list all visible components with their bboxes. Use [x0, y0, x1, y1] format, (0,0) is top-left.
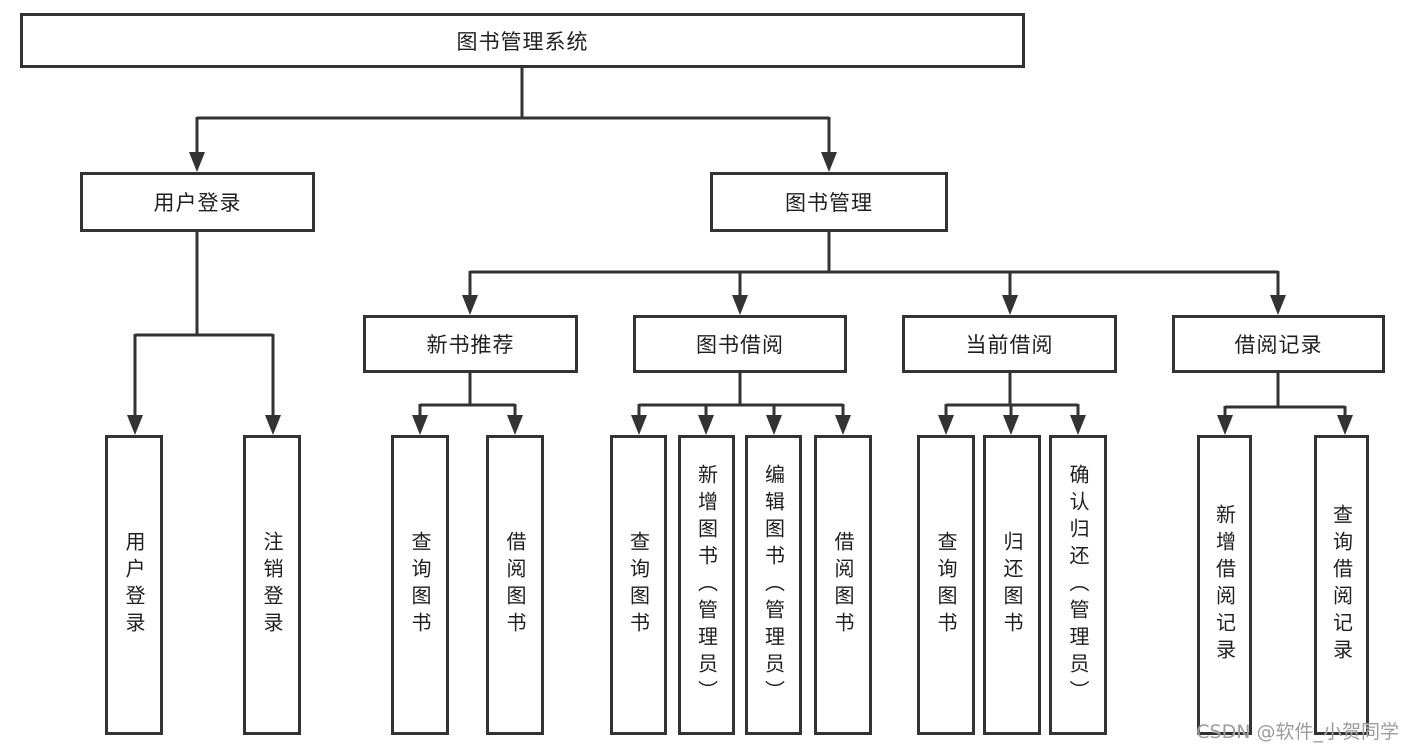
leaf-query-books-borrow: 查询图书	[610, 435, 667, 735]
node-borrow-records: 借阅记录	[1172, 315, 1385, 373]
node-label: 用户登录	[153, 191, 242, 215]
node-label: 查询图书	[934, 531, 958, 639]
node-label: 新书推荐	[426, 333, 515, 357]
node-label: 新增借阅记录	[1212, 504, 1237, 666]
leaf-return-books: 归还图书	[983, 435, 1041, 735]
leaf-query-borrow-record: 查询借阅记录	[1314, 435, 1369, 735]
arrowheads	[127, 152, 1353, 435]
leaf-user-login: 用户登录	[105, 435, 163, 735]
node-label: 图书借阅	[696, 333, 784, 357]
node-label: 新增图书（管理员）	[694, 463, 719, 707]
node-label: 借阅记录	[1234, 333, 1323, 357]
node-book-borrow: 图书借阅	[633, 315, 847, 373]
node-label: 查询图书	[408, 531, 432, 639]
node-label: 图书管理	[785, 191, 873, 215]
leaf-logout: 注销登录	[243, 435, 301, 735]
node-library-management-system: 图书管理系统	[20, 13, 1025, 68]
node-label: 借阅图书	[831, 531, 855, 639]
node-label: 归还图书	[1000, 531, 1024, 639]
leaf-add-borrow-record: 新增借阅记录	[1197, 435, 1252, 735]
leaf-edit-books-admin: 编辑图书（管理员）	[745, 435, 802, 735]
node-label: 借阅图书	[503, 531, 527, 639]
node-label: 图书管理系统	[456, 29, 589, 54]
node-label: 用户登录	[122, 531, 146, 639]
node-new-book-recommend: 新书推荐	[363, 315, 578, 373]
node-label: 查询借阅记录	[1329, 504, 1354, 666]
csdn-watermark: CSDN @软件_小贺同学	[1196, 721, 1399, 743]
leaf-borrow-books: 借阅图书	[814, 435, 872, 735]
node-user-login: 用户登录	[80, 172, 315, 232]
node-label: 查询图书	[626, 531, 651, 639]
node-label: 注销登录	[260, 531, 284, 639]
node-label: 编辑图书（管理员）	[761, 463, 786, 707]
leaf-query-books-recommend: 查询图书	[391, 435, 449, 735]
node-label: 当前借阅	[965, 333, 1054, 357]
leaf-query-books-current: 查询图书	[917, 435, 975, 735]
leaf-confirm-return-admin: 确认归还（管理员）	[1049, 435, 1107, 735]
node-book-management: 图书管理	[710, 172, 948, 232]
leaf-add-books-admin: 新增图书（管理员）	[678, 435, 735, 735]
node-current-borrow: 当前借阅	[902, 315, 1117, 373]
node-label: 确认归还（管理员）	[1066, 463, 1090, 707]
leaf-borrow-books-recommend: 借阅图书	[486, 435, 544, 735]
